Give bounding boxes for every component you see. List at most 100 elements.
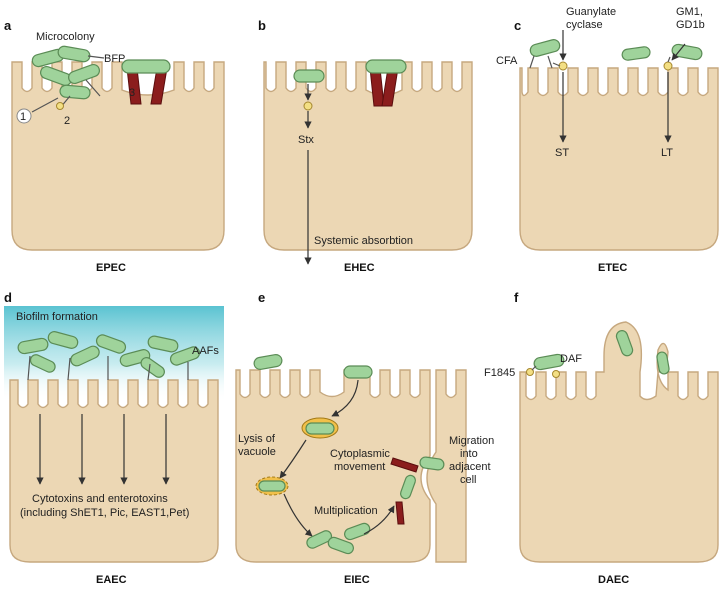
etec-cell	[519, 67, 719, 251]
eiec-cell	[235, 369, 431, 563]
bacterium	[68, 63, 100, 85]
gb3-receptor	[303, 101, 313, 111]
migration-label-4: cell	[460, 474, 477, 486]
bacterium	[121, 59, 171, 74]
panel-f-letter: f	[514, 290, 519, 305]
panel-d-letter: d	[4, 290, 12, 305]
tir-receptor	[56, 102, 64, 110]
migration-label-3: adjacent	[449, 461, 491, 473]
arrow	[283, 493, 313, 537]
gm1-receptor	[663, 61, 673, 71]
panel-a-letter: a	[4, 18, 12, 33]
adjacent-cell	[426, 369, 467, 563]
gd1b-label: GD1b	[676, 19, 705, 31]
migration-label-1: Migration	[449, 435, 494, 447]
biofilm-label: Biofilm formation	[16, 311, 98, 323]
panel-f-name: DAEC	[598, 574, 629, 586]
daec-cell	[519, 321, 719, 563]
step-1-marker	[16, 108, 32, 124]
panel-b-ehec: b Stx Systemic absorbtion EHEC	[258, 18, 473, 274]
guanylate-label: Guanylate	[566, 6, 616, 18]
arrow	[671, 43, 686, 61]
panel-b-letter: b	[258, 18, 266, 33]
bacterium	[29, 354, 56, 373]
f1845-receptor	[526, 368, 534, 376]
bacterium	[529, 39, 561, 57]
pilus	[531, 365, 537, 371]
microcolony-label: Microcolony	[36, 31, 95, 43]
eaec-cell	[9, 379, 219, 563]
bacterium	[621, 46, 651, 61]
step-3-label: 3	[129, 87, 135, 99]
aafs-label: AAFs	[192, 345, 219, 357]
arrow	[279, 439, 307, 479]
daf-label: DAF	[560, 353, 582, 365]
aaf-pili	[27, 355, 189, 381]
cyto-label-1: Cytoplasmic	[330, 448, 390, 460]
arrow	[363, 505, 395, 535]
step-2-label: 2	[64, 115, 70, 127]
panel-d-name: EAEC	[96, 574, 127, 586]
lt-label: LT	[661, 147, 673, 159]
cfa-pili	[529, 55, 553, 69]
arrow	[331, 379, 359, 417]
bacterium	[258, 480, 286, 492]
panel-c-etec: c Guanylate cyclase GM1, GD1b CFA ST LT …	[496, 6, 719, 274]
panel-a-epec: a 1 2 3 Microcolony BFP EPEC	[4, 18, 225, 274]
panel-a-name: EPEC	[96, 262, 126, 274]
bacterium	[306, 530, 333, 549]
bacterium	[59, 84, 91, 100]
actin-tail	[390, 457, 419, 473]
bacterium	[305, 422, 335, 435]
panel-d-eaec: d Biofilm formation AAFs Cytotoxins and …	[4, 290, 224, 586]
bfp-label: BFP	[104, 53, 125, 65]
systemic-label: Systemic absorbtion	[314, 235, 413, 247]
actin-tail	[395, 501, 405, 525]
bacterium	[343, 365, 373, 379]
epec-cell	[11, 61, 225, 251]
bacterium	[147, 335, 179, 353]
toxins-label-2: (including ShET1, Pic, EAST1,Pet)	[20, 507, 189, 519]
bacterium	[671, 43, 703, 61]
cfa-label: CFA	[496, 55, 518, 67]
bacterium	[47, 331, 79, 349]
panel-e-letter: e	[258, 290, 265, 305]
bacterium	[169, 346, 201, 366]
panel-c-letter: c	[514, 18, 521, 33]
bacterium	[419, 456, 445, 471]
intimin-link	[31, 97, 59, 113]
bacterium	[533, 353, 565, 371]
cyto-label-2: movement	[334, 461, 385, 473]
lysis-label-2: vacuole	[238, 446, 276, 458]
bacterium	[656, 351, 670, 375]
st-label: ST	[555, 147, 569, 159]
migration-label-2: into	[460, 448, 478, 460]
bacterium	[293, 69, 325, 83]
bacterium	[344, 522, 371, 541]
bacterium	[70, 345, 100, 367]
daf-receptor	[552, 370, 560, 378]
stx-label: Stx	[298, 134, 314, 146]
toxins-label-1: Cytotoxins and enterotoxins	[32, 493, 168, 505]
panel-b-name: EHEC	[344, 262, 375, 274]
multiplication-label: Multiplication	[314, 505, 378, 517]
panel-c-name: ETEC	[598, 262, 627, 274]
f1845-label: F1845	[484, 367, 515, 379]
guanylate-cyclase-receptor	[558, 61, 568, 71]
gm1-label: GM1,	[676, 6, 703, 18]
bacterium	[615, 330, 634, 357]
bacterium	[253, 354, 283, 370]
pilus	[552, 62, 561, 67]
panel-e-eiec: e Lysis of vacuole Cytoplasmic movement …	[235, 290, 494, 586]
bacterium	[17, 337, 49, 355]
pilus	[667, 56, 671, 63]
panel-e-name: EIEC	[344, 574, 370, 586]
bacterium	[400, 474, 416, 500]
lysis-label-1: Lysis of	[238, 433, 276, 445]
bacterium	[327, 536, 354, 555]
cyclase-label: cyclase	[566, 19, 603, 31]
step-1-label: 1	[20, 111, 26, 123]
bacterium	[95, 334, 127, 354]
ehec-cell	[263, 61, 473, 251]
